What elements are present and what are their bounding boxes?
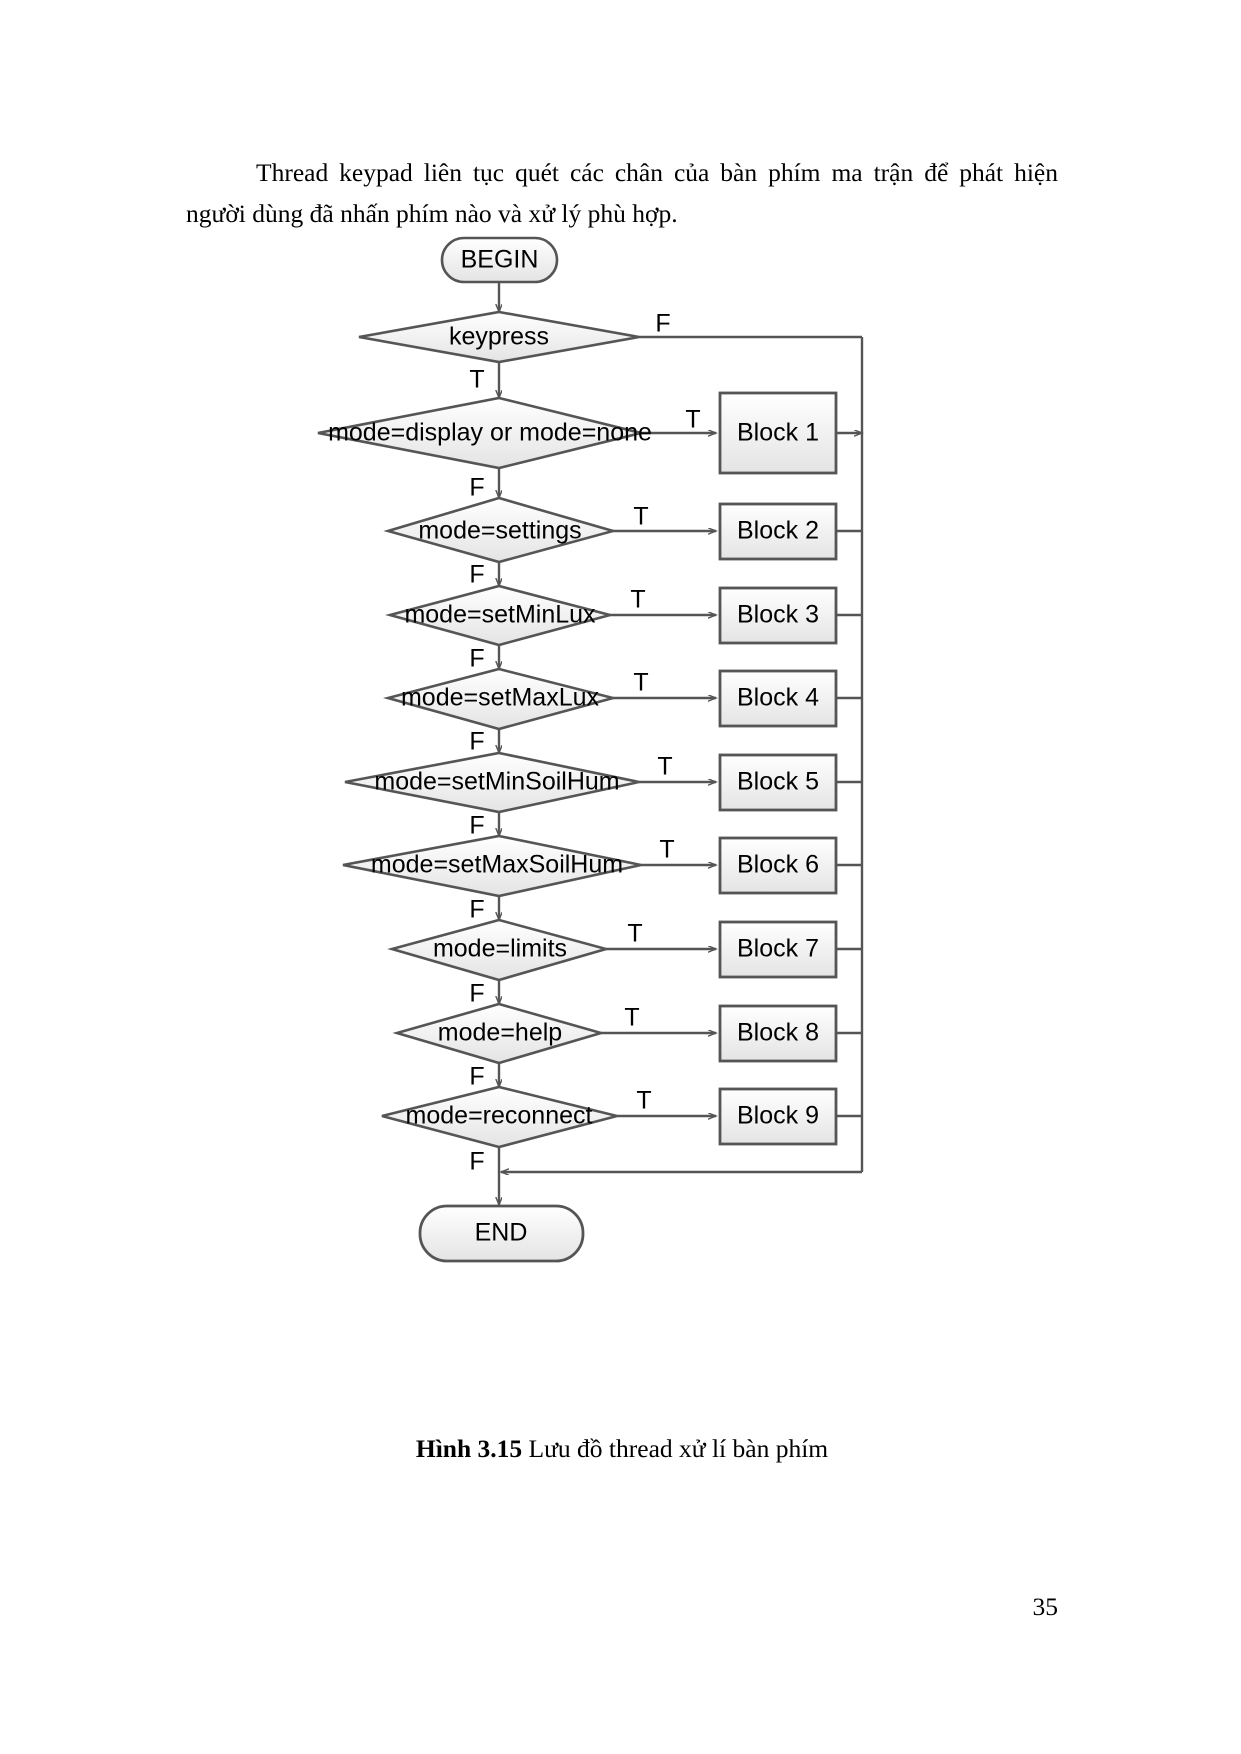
process-block-9: Block 9	[718, 1087, 838, 1146]
decision-mode-help: mode=help T F	[392, 1002, 640, 1091]
branch-label-keypress-false: F	[655, 310, 670, 338]
branch-label-d3-false: F	[469, 561, 484, 589]
decision-mode-setmaxlux-label: mode=setMaxLux	[401, 684, 600, 712]
process-block-1: Block 1	[718, 391, 838, 475]
process-block-2: Block 2	[718, 502, 838, 561]
process-block-4-label: Block 4	[737, 684, 819, 712]
branch-label-d10-false: F	[469, 1148, 484, 1176]
decision-keypress-label: keypress	[449, 323, 549, 351]
process-block-6-label: Block 6	[737, 851, 819, 879]
branch-label-d3-true: T	[633, 503, 648, 531]
process-block-9-label: Block 9	[737, 1102, 819, 1130]
branch-label-d6-false: F	[469, 812, 484, 840]
branch-label-d10-true: T	[636, 1087, 651, 1115]
decision-mode-help-label: mode=help	[438, 1019, 562, 1047]
branch-label-d7-false: F	[469, 896, 484, 924]
process-block-3-label: Block 3	[737, 601, 819, 629]
decision-mode-reconnect: mode=reconnect T F	[381, 1085, 652, 1176]
branch-label-d9-true: T	[624, 1004, 639, 1032]
branch-label-d8-true: T	[627, 920, 642, 948]
decision-mode-setminlux: mode=setMinLux T F	[385, 584, 646, 673]
branch-label-d4-true: T	[630, 586, 645, 614]
decision-mode-setmaxsoilhum-label: mode=setMaxSoilHum	[371, 851, 623, 879]
decision-mode-display-or-none: mode=display or mode=none T F	[317, 396, 701, 502]
node-end: END	[418, 1204, 585, 1263]
process-block-6: Block 6	[718, 836, 838, 895]
process-block-1-label: Block 1	[737, 419, 819, 447]
decision-mode-reconnect-label: mode=reconnect	[406, 1102, 593, 1130]
branch-label-d8-false: F	[469, 980, 484, 1008]
decision-mode-setmaxsoilhum: mode=setMaxSoilHum T F	[342, 834, 675, 924]
decision-mode-settings: mode=settings T F	[383, 496, 649, 589]
process-block-7-label: Block 7	[737, 935, 819, 963]
branch-label-d5-true: T	[633, 669, 648, 697]
decision-mode-limits-label: mode=limits	[433, 935, 567, 963]
process-block-5-label: Block 5	[737, 768, 819, 796]
branch-label-keypress-true: T	[469, 366, 484, 394]
node-begin: BEGIN	[440, 236, 559, 284]
branch-label-d5-false: F	[469, 728, 484, 756]
node-begin-label: BEGIN	[461, 246, 539, 274]
process-block-8: Block 8	[718, 1004, 838, 1063]
branch-label-d4-false: F	[469, 645, 484, 673]
decision-mode-limits: mode=limits T F	[387, 918, 643, 1008]
figure-caption-number: Hình 3.15	[415, 1434, 523, 1463]
branch-label-d6-true: T	[657, 753, 672, 781]
decision-mode-setmaxlux: mode=setMaxLux T F	[383, 667, 649, 756]
process-block-7: Block 7	[718, 920, 838, 979]
process-block-5: Block 5	[718, 753, 838, 812]
branch-label-d2-true: T	[685, 406, 700, 434]
decision-keypress: keypress F T	[358, 310, 671, 394]
decision-mode-setminlux-label: mode=setMinLux	[404, 601, 596, 629]
figure-caption: Hình 3.15 Lưu đồ thread xử lí bàn phím	[186, 1432, 1058, 1466]
process-block-8-label: Block 8	[737, 1019, 819, 1047]
decision-mode-setminsoilhum: mode=setMinSoilHum T F	[344, 751, 673, 840]
process-block-4: Block 4	[718, 669, 838, 728]
process-block-3: Block 3	[718, 586, 838, 645]
branch-label-d9-false: F	[469, 1063, 484, 1091]
process-block-2-label: Block 2	[737, 517, 819, 545]
node-end-label: END	[475, 1219, 528, 1247]
figure-caption-text: Lưu đồ thread xử lí bàn phím	[522, 1434, 829, 1463]
decision-mode-setminsoilhum-label: mode=setMinSoilHum	[374, 768, 619, 796]
branch-label-d2-false: F	[469, 474, 484, 502]
body-paragraph: Thread keypad liên tục quét các chân của…	[186, 158, 1058, 228]
decision-mode-settings-label: mode=settings	[418, 517, 581, 545]
page-number: 35	[1032, 1592, 1059, 1621]
branch-label-d7-true: T	[659, 836, 674, 864]
decision-mode-display-or-none-label: mode=display or mode=none	[328, 419, 652, 447]
